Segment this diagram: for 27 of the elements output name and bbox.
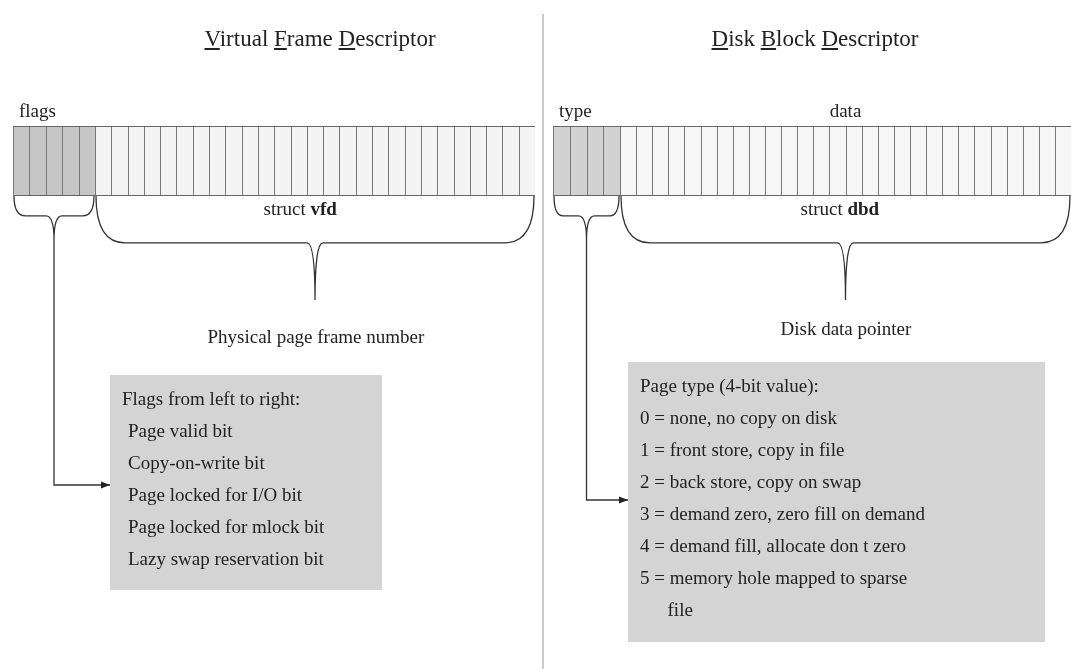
bit-field: [13, 100, 95, 240]
field-name: data: [829, 100, 862, 121]
field-label: Disk data pointer: [780, 318, 912, 340]
list-item: Copy-on-write bit: [127, 451, 266, 475]
panel-title: Disk Block Descriptor: [711, 26, 919, 52]
list-item: Page locked for mlock bit: [127, 515, 326, 539]
field-label: struct vfd: [263, 198, 337, 220]
field-name: type: [559, 100, 592, 121]
box-heading: Page type (4-bit value):: [640, 374, 820, 398]
list-item: 0 = none, no copy on disk: [640, 406, 838, 430]
description-box: [110, 375, 382, 590]
field-name: flags: [19, 100, 56, 121]
list-item: 1 = front store, copy in file: [640, 438, 846, 462]
list-item: Lazy swap reservation bit: [127, 547, 325, 571]
list-item: Page valid bit: [127, 419, 234, 443]
list-item: 3 = demand zero, zero fill on demand: [640, 502, 927, 526]
arrow: [53, 239, 111, 489]
list-item: Page locked for I/O bit: [127, 483, 304, 507]
list-item: 2 = back store, copy on swap: [640, 470, 863, 494]
list-item: 5 = memory hole mapped to sparse file: [640, 566, 909, 622]
field-label: Physical page frame number: [207, 326, 425, 348]
box-heading: Flags from left to right:: [122, 387, 302, 411]
field-label: struct dbd: [800, 198, 880, 220]
arrow: [585, 239, 629, 504]
list-item: 4 = demand fill, allocate don t zero: [640, 534, 908, 558]
description-box: [628, 362, 1045, 642]
panel-title: Virtual Frame Descriptor: [204, 26, 436, 52]
